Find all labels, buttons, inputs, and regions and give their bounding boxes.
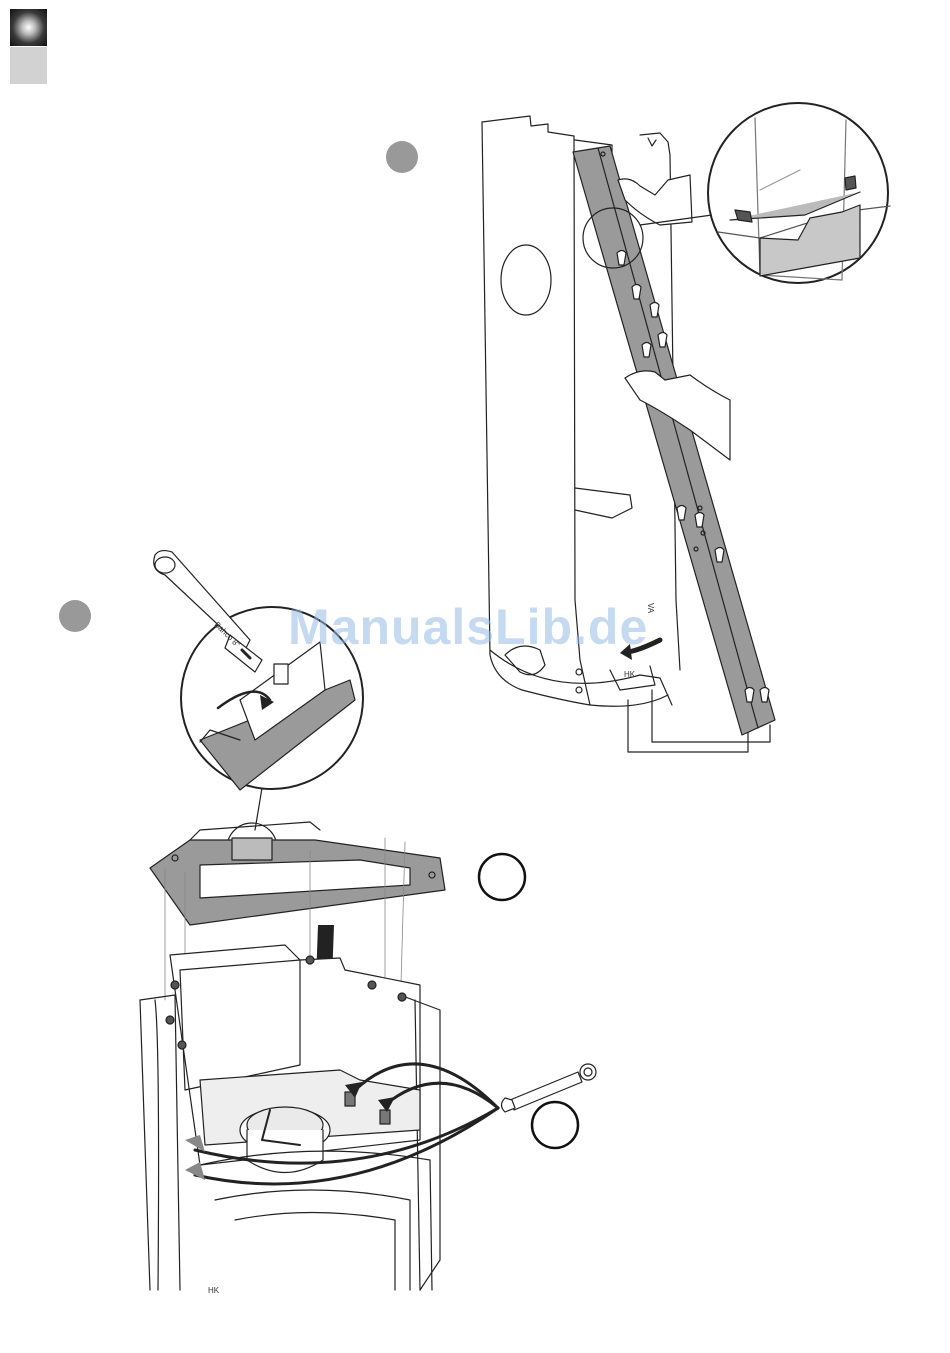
spanner-tool xyxy=(502,1064,597,1112)
detail-magnifier-top xyxy=(708,103,890,283)
stove-body: HK xyxy=(140,945,440,1295)
step-3-ring xyxy=(479,854,525,900)
step-1-dot xyxy=(386,141,418,173)
hk-marking-lower: HK xyxy=(208,1286,220,1295)
hk-marking-upper: HK xyxy=(624,670,636,679)
step-2-dot xyxy=(59,600,91,632)
watermark: ManualsLib.de xyxy=(288,598,648,656)
top-frame xyxy=(150,822,445,925)
step-4-ring xyxy=(532,1102,578,1148)
